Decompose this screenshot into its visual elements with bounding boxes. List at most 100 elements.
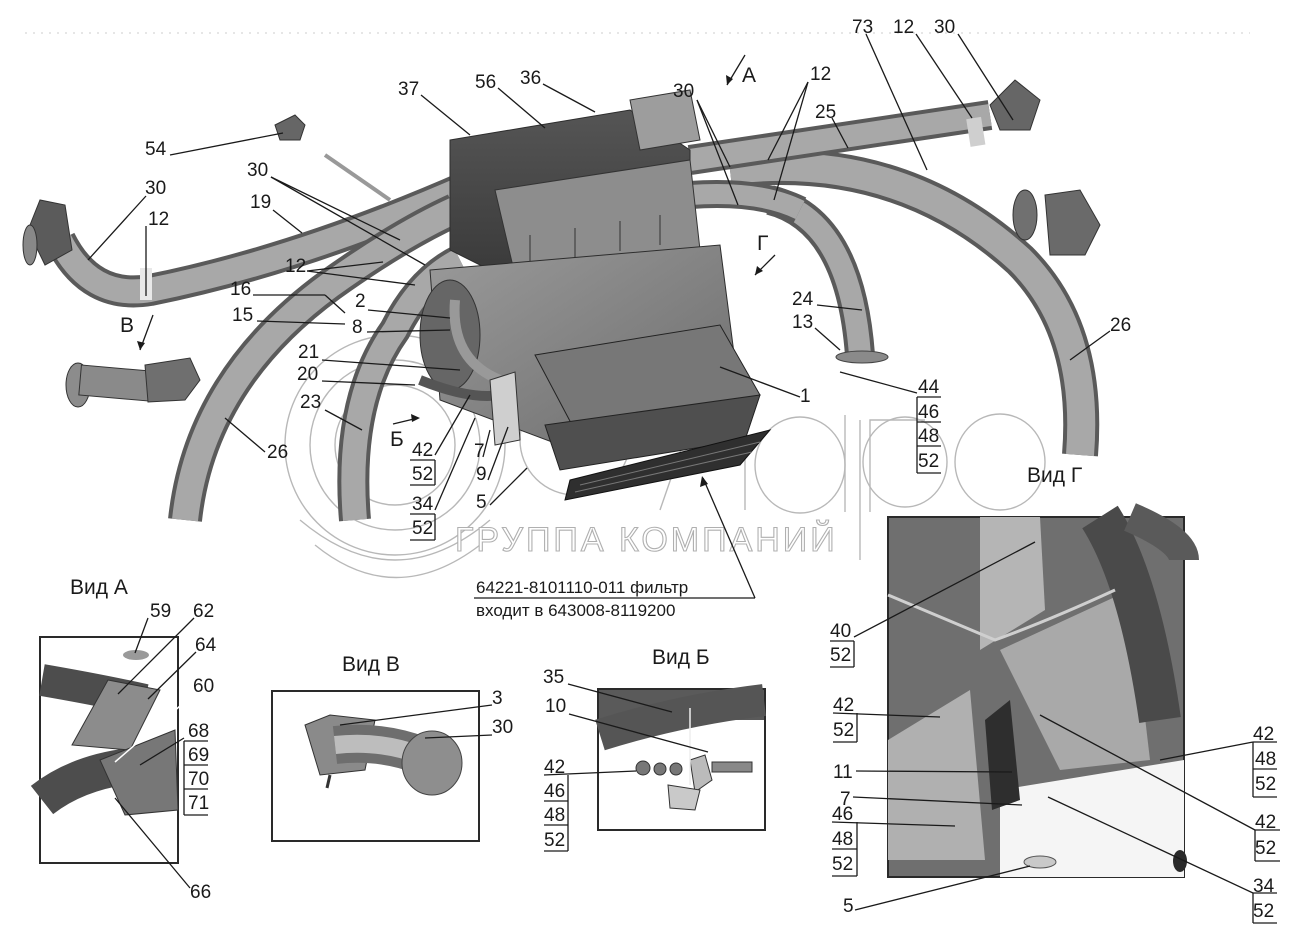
- callout-21: 21: [298, 342, 319, 363]
- callout-2: 2: [355, 291, 366, 312]
- view-a-title: Вид А: [70, 576, 128, 599]
- svg-text:42: 42: [1253, 724, 1274, 745]
- callout-5-view-g: 5: [843, 896, 854, 917]
- nozzle-v: [65, 357, 201, 408]
- callout-8: 8: [352, 317, 363, 338]
- svg-text:46: 46: [832, 804, 853, 825]
- callout-37: 37: [398, 79, 419, 100]
- view-g-tube: [887, 588, 1116, 642]
- view-g-stack-46-48-52: 46 48 52: [831, 804, 956, 877]
- filter-note: 64221-8101110-011 фильтр входит в 643008…: [474, 476, 756, 620]
- callout-16: 16: [230, 279, 251, 300]
- nozzle-detached-right: [1012, 189, 1101, 256]
- view-b-title: Вид Б: [652, 646, 710, 669]
- main-callouts: 37 56 36 30 12 25 73 12 30 54 30 12 30 1…: [87, 17, 1131, 541]
- watermark-ring-inner: [334, 384, 456, 506]
- callout-3: 3: [492, 688, 503, 709]
- watermark-swoosh: [299, 519, 491, 561]
- callout-stack-42-52: 42 52: [410, 394, 471, 486]
- callout-9: 9: [476, 464, 487, 485]
- nozzle-left: [27, 199, 73, 266]
- callout-13: 13: [792, 312, 813, 333]
- watermark-swoosh-2: [314, 544, 481, 579]
- svg-text:48: 48: [918, 426, 939, 447]
- callout-30-mid: 30: [247, 160, 268, 181]
- view-a-frame: [39, 636, 179, 864]
- callout-12-top: 12: [810, 64, 831, 85]
- rod-54: [323, 153, 392, 202]
- view-g-title: Вид Г: [1027, 464, 1082, 487]
- view-b-frame: [597, 688, 766, 831]
- svg-text:42: 42: [1255, 812, 1276, 833]
- view-g-stack-42-52-right: 42 52: [1039, 714, 1280, 862]
- svg-text:42: 42: [833, 695, 854, 716]
- flange-13: [835, 350, 889, 364]
- callout-23: 23: [300, 392, 321, 413]
- svg-text:44: 44: [918, 377, 940, 398]
- callout-12-mid: 12: [285, 256, 306, 277]
- filter-note-line2: входит в 643008-8119200: [476, 601, 675, 620]
- callout-12-left: 12: [148, 209, 169, 230]
- callout-stack-34-52: 34 52: [410, 417, 476, 541]
- callout-35: 35: [543, 667, 564, 688]
- svg-text:34: 34: [412, 494, 434, 515]
- view-v: Вид В 3 30: [271, 653, 513, 842]
- view-v-title: Вид В: [342, 653, 400, 676]
- watermark-letter-r: [862, 416, 948, 508]
- callout-20: 20: [297, 364, 318, 385]
- svg-text:42: 42: [544, 757, 565, 778]
- svg-text:52: 52: [544, 830, 565, 851]
- callout-71: 71: [188, 793, 209, 814]
- watermark-logo: ГРУППА КОМПАНИЙ: [284, 334, 1046, 579]
- svg-text:52: 52: [918, 451, 939, 472]
- callout-59: 59: [150, 601, 171, 622]
- callout-15: 15: [232, 305, 253, 326]
- callout-62: 62: [193, 601, 214, 622]
- pipe-21: [449, 299, 502, 385]
- relay-bracket: [629, 89, 701, 151]
- main-assembly: [22, 32, 1250, 522]
- view-g-stack-42-48-52: 42 48 52: [1159, 724, 1277, 798]
- callout-30-top: 30: [673, 81, 694, 102]
- callout-19: 19: [250, 192, 271, 213]
- svg-text:34: 34: [1253, 876, 1275, 897]
- callout-30-left: 30: [145, 178, 166, 199]
- callout-36: 36: [520, 68, 541, 89]
- marker-g: Г: [757, 232, 768, 255]
- svg-text:48: 48: [832, 829, 853, 850]
- callout-54: 54: [145, 139, 167, 160]
- marker-v: В: [120, 314, 134, 337]
- callout-5: 5: [476, 492, 487, 513]
- callout-60: 60: [193, 676, 214, 697]
- marker-a: А: [742, 64, 756, 87]
- svg-text:48: 48: [544, 805, 565, 826]
- view-g-stack-34-52: 34 52: [1047, 796, 1277, 924]
- watermark-letter-o: [954, 413, 1046, 511]
- svg-text:52: 52: [832, 854, 853, 875]
- view-g-hose: [1082, 505, 1181, 723]
- view-a: Вид А 59 62 64 60 68 69 70 71 66: [30, 576, 217, 903]
- svg-text:42: 42: [412, 440, 433, 461]
- svg-text:52: 52: [412, 518, 433, 539]
- callout-12-right: 12: [893, 17, 914, 38]
- callout-7-view-g: 7: [840, 789, 851, 810]
- sensor-54: [274, 114, 306, 141]
- direction-markers: А Г В Б: [120, 54, 776, 451]
- watermark-letter-g: [869, 419, 925, 512]
- callout-69: 69: [188, 745, 209, 766]
- watermark-subtitle: ГРУППА КОМПАНИЙ: [455, 521, 838, 559]
- svg-text:52: 52: [1255, 838, 1276, 859]
- view-g-stack-40-52: 40 52: [830, 541, 1036, 668]
- svg-text:46: 46: [918, 402, 939, 423]
- callout-1: 1: [800, 386, 811, 407]
- svg-text:46: 46: [544, 781, 565, 802]
- callout-7: 7: [474, 441, 485, 462]
- view-b: Вид Б 35 10 42 46 48 52: [543, 646, 766, 852]
- callout-30-view-v: 30: [492, 717, 513, 738]
- svg-text:52: 52: [830, 645, 851, 666]
- filter-note-line1: 64221-8101110-011 фильтр: [476, 578, 688, 597]
- callout-56: 56: [475, 72, 496, 93]
- callout-24: 24: [792, 289, 814, 310]
- callout-10: 10: [545, 696, 566, 717]
